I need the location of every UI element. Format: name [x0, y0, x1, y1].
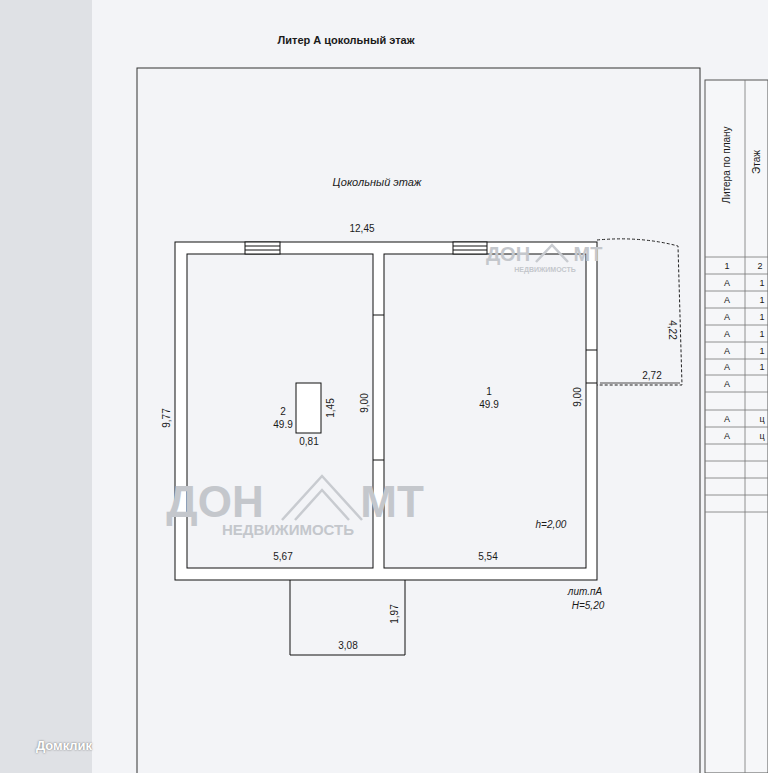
watermark: Домклик — [36, 739, 92, 752]
dimension: 9,00 — [360, 393, 370, 412]
table-cell: 1 — [759, 330, 764, 339]
dimension: 3,08 — [338, 641, 357, 651]
table-cell: А — [724, 432, 730, 441]
dimension: 0,81 — [299, 437, 318, 447]
table-cell: А — [724, 380, 730, 389]
page-title: Литер А цокольный этаж — [278, 35, 415, 46]
dimension: 5,67 — [273, 552, 292, 562]
table-cell: 1 — [759, 363, 764, 372]
window-symbol — [245, 242, 487, 254]
table-cell: А — [724, 347, 730, 356]
dimension: 1,45 — [326, 398, 336, 417]
watermark: ДОН — [486, 244, 530, 264]
watermark: НЕДВИЖИМОСТЬ — [222, 522, 354, 537]
table-frame — [705, 80, 768, 773]
table-cell: 1 — [759, 296, 764, 305]
table-cell: ц — [759, 432, 764, 441]
chimney-rect — [296, 383, 321, 433]
table-header: Литера по плану — [722, 126, 732, 203]
room-number: 1 — [486, 387, 492, 397]
table-cell: А — [724, 313, 730, 322]
room-number: 2 — [280, 407, 286, 417]
dimension-line — [600, 383, 680, 384]
dimension: 1,97 — [390, 604, 400, 623]
watermark: ДОН — [166, 480, 263, 524]
page-frame — [137, 68, 700, 773]
subtitle: Цокольный этаж — [333, 177, 422, 188]
table-cell: А — [724, 330, 730, 339]
dimension: 2,72 — [642, 371, 661, 381]
table-cell: 1 — [759, 279, 764, 288]
table-cell: 1 — [724, 262, 729, 271]
watermark-icon — [282, 245, 568, 520]
room-area-value: 49.9 — [479, 400, 498, 410]
table-cell: А — [724, 279, 730, 288]
watermark: НЕДВИЖИМОСТЬ — [514, 266, 576, 273]
table-cell: 1 — [759, 313, 764, 322]
table-header: Этаж — [752, 150, 762, 174]
dimension: 5,54 — [478, 552, 497, 562]
watermark: МТ — [360, 480, 424, 524]
watermark: МТ — [574, 244, 603, 264]
room-area-value: 49.9 — [273, 420, 292, 430]
porch-outline — [290, 580, 405, 655]
dimension: 9,00 — [573, 387, 583, 406]
table-cell: А — [724, 415, 730, 424]
table-cell: 1 — [759, 347, 764, 356]
porch-outline — [597, 239, 682, 385]
dimension: 4,22 — [667, 320, 677, 339]
table-grid — [705, 80, 768, 773]
table-cell: 2 — [757, 262, 762, 271]
table-cell: А — [724, 296, 730, 305]
outer-wall — [175, 242, 597, 580]
table-cell: А — [724, 363, 730, 372]
height-note: H=5,20 — [572, 601, 605, 611]
paper-sheet — [92, 0, 768, 773]
letter-note: лит.пА — [568, 587, 602, 597]
dimension: 12,45 — [349, 224, 374, 234]
dimension: 9,77 — [162, 408, 172, 427]
height-note: h=2,00 — [536, 520, 567, 530]
table-cell: ц — [759, 415, 764, 424]
door-opening — [373, 315, 597, 460]
